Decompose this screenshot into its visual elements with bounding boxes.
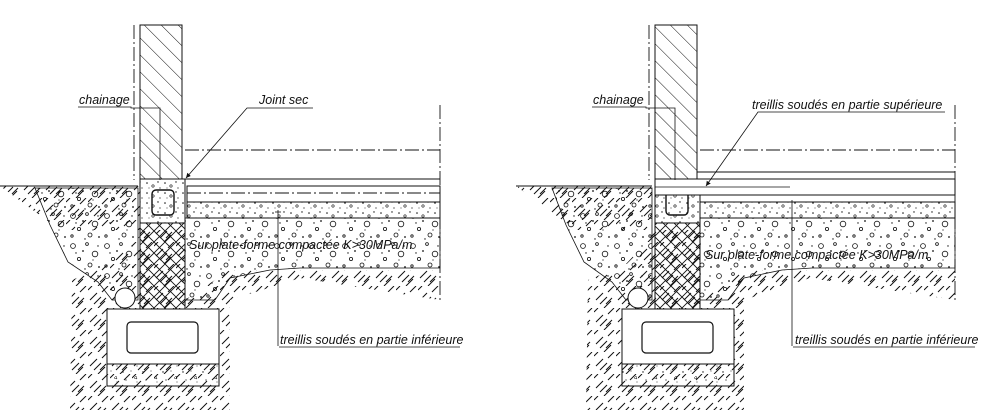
slab-left [186,185,441,203]
label-mesh-bottom: treillis soudés en partie inférieure [280,333,463,347]
gravel-subbase [184,217,441,301]
drain-pipe [114,287,136,309]
wall-right [654,24,698,180]
gravel-backfill [34,187,139,301]
label-mesh-bottom-right: treillis soudés en partie inférieure [795,333,978,347]
label-chainage-right: chainage [593,93,644,107]
label-joint-sec: Joint sec [258,93,309,107]
detail-right: chainage treillis soudés en partie supér… [516,24,978,410]
detail-left: chainage Joint sec Sur plate-forme compa… [0,24,463,410]
foundation-wall [139,222,186,310]
label-platform-right: Sur plate-forme compactée K>30MPa/m [705,248,928,262]
blinding-right [621,363,735,387]
chainage-block [139,178,186,224]
blinding [106,363,220,387]
label-chainage: chainage [79,93,130,107]
label-mesh-top: treillis soudés en partie supérieure [752,98,942,112]
slab-base-right [699,201,956,219]
gravel-backfill-right [551,187,653,301]
label-platform: Sur plate-forme compactée K>30MPa/m [189,238,412,252]
wall-left [139,24,183,180]
chainage-rebar [151,189,175,216]
slab-base-left [186,201,441,219]
gravel-subbase-right [699,217,956,301]
drain-pipe-right [627,287,649,309]
foundation-wall-right [654,222,701,310]
footing [106,308,220,365]
footing-rebar-right [641,321,714,354]
footing-right [621,308,735,365]
footing-rebar [126,321,199,354]
